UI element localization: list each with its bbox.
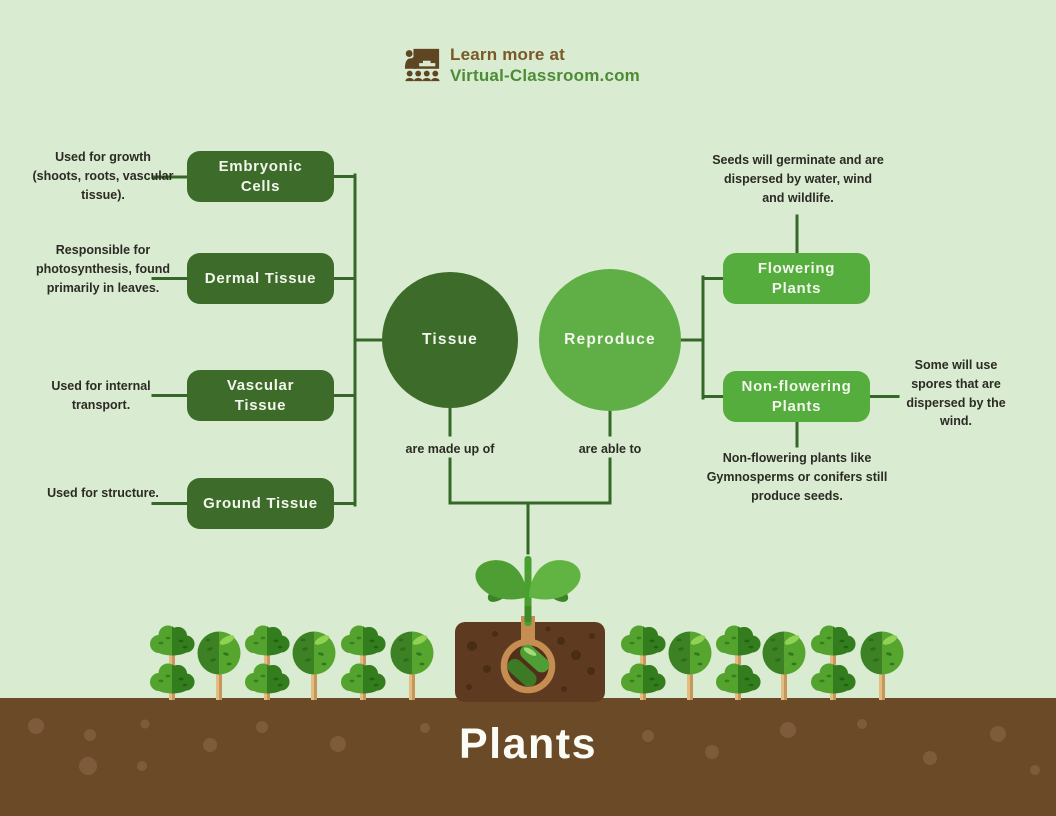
circle-tissue-label: Tissue bbox=[421, 331, 479, 348]
trees-layer bbox=[150, 625, 904, 700]
bushy-tree bbox=[245, 625, 290, 700]
soil-block-dots bbox=[466, 626, 595, 692]
note-ground: Used for structure. bbox=[47, 486, 159, 500]
note-embryonic: Used for growth (shoots, roots, vascular… bbox=[32, 150, 174, 202]
round-tree bbox=[668, 631, 712, 700]
connector-lines bbox=[151, 173, 900, 555]
note-nonflowering: Non-flowering plants like Gymnosperms or… bbox=[706, 451, 888, 503]
bushy-tree bbox=[621, 625, 666, 700]
soil-band-dots bbox=[28, 718, 1040, 775]
box-embryonic-cells: Embryonic Cells bbox=[187, 151, 334, 202]
round-tree bbox=[762, 631, 806, 700]
box-flowering-plants: Flowering Plants bbox=[723, 253, 870, 304]
classroom-icon bbox=[404, 49, 440, 82]
bushy-tree bbox=[341, 625, 386, 700]
box-vascular-tissue: Vascular Tissue bbox=[187, 370, 334, 421]
round-tree bbox=[292, 631, 336, 700]
header: Learn more at Virtual-Classroom.com bbox=[403, 44, 640, 87]
box-embryonic-cells-label: Embryonic Cells bbox=[218, 157, 303, 195]
caption-able-to: are able to bbox=[578, 442, 642, 456]
round-tree bbox=[860, 631, 904, 700]
note-dermal: Responsible for photosynthesis, found pr… bbox=[35, 243, 171, 295]
header-site-name: Virtual-Classroom.com bbox=[450, 66, 640, 86]
note-vascular: Used for internal transport. bbox=[51, 379, 151, 412]
box-flowering-plants-label: Flowering Plants bbox=[757, 259, 836, 297]
bushy-tree bbox=[716, 625, 761, 700]
round-tree bbox=[197, 631, 241, 700]
note-spores: Some will use spores that are dispersed … bbox=[906, 358, 1006, 429]
box-nonflowering-plants: Non-flowering Plants bbox=[723, 371, 870, 422]
box-ground-tissue-label: Ground Tissue bbox=[203, 494, 318, 512]
circle-reproduce: Reproduce bbox=[539, 269, 681, 411]
bushy-tree bbox=[150, 625, 195, 700]
seedling-icon bbox=[475, 556, 581, 626]
box-nonflowering-plants-label: Non-flowering Plants bbox=[741, 377, 852, 415]
seed-icon bbox=[507, 644, 550, 687]
soil-block bbox=[455, 616, 605, 702]
circle-reproduce-label: Reproduce bbox=[564, 331, 656, 348]
box-dermal-tissue-label: Dermal Tissue bbox=[204, 269, 317, 287]
box-dermal-tissue: Dermal Tissue bbox=[187, 253, 334, 304]
soil-band bbox=[0, 698, 1056, 816]
box-ground-tissue: Ground Tissue bbox=[187, 478, 334, 529]
caption-made-up-of: are made up of bbox=[405, 442, 495, 456]
bushy-tree bbox=[811, 625, 856, 700]
page-title: Plants bbox=[458, 720, 598, 768]
header-tagline: Learn more at bbox=[450, 45, 566, 64]
circle-tissue: Tissue bbox=[382, 272, 518, 408]
note-seeds: Seeds will germinate and are dispersed b… bbox=[712, 153, 884, 205]
round-tree bbox=[390, 631, 434, 700]
box-vascular-tissue-label: Vascular Tissue bbox=[226, 376, 295, 414]
